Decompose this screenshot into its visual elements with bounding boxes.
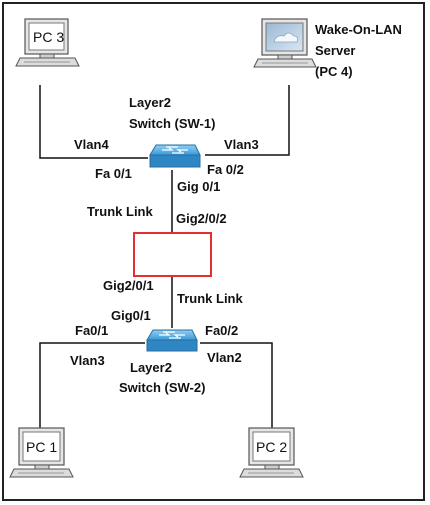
pc4-server-icon [253, 18, 317, 68]
switch-sw1-icon [149, 144, 201, 168]
sw2-port-right-label: Fa0/2 [205, 323, 238, 338]
pc4-label-line2: Server [315, 43, 355, 58]
sw1-pc4-vlan-label: Vlan3 [224, 137, 259, 152]
sw1-pc3-vlan-label: Vlan4 [74, 137, 109, 152]
switch-sw2-icon [146, 329, 198, 352]
cable-sw2-pc2 [200, 342, 273, 428]
pc4-label-line3: (PC 4) [315, 64, 353, 79]
cables [39, 85, 290, 428]
pc1-label: PC 1 [26, 439, 57, 455]
sw2-label-line2: Switch (SW-2) [119, 380, 205, 395]
cable-pc3-sw1 [39, 85, 148, 159]
sw2-pc2-vlan-label: Vlan2 [207, 350, 242, 365]
pc3-label: PC 3 [33, 29, 64, 45]
sw2-uplink-port-label: Gig0/1 [111, 308, 151, 323]
sw1-label-line1: Layer2 [129, 95, 171, 110]
sw1-uplink-port-label: Gig 0/1 [177, 179, 220, 194]
sw2-label-line1: Layer2 [130, 360, 172, 375]
sw1-label-line2: Switch (SW-1) [129, 116, 215, 131]
trunk-link-bottom-label: Trunk Link [177, 291, 244, 306]
cable-pc4-sw1 [205, 85, 290, 156]
diagram-border [2, 2, 425, 501]
sw1-port-right-label: Fa 0/2 [207, 162, 244, 177]
sw1-port-left-label: Fa 0/1 [95, 166, 132, 181]
missing-device-top-port-label: Gig2/0/2 [176, 211, 227, 226]
sw2-pc1-vlan-label: Vlan3 [70, 353, 105, 368]
trunk-link-top-label: Trunk Link [87, 204, 154, 219]
cable-sw2-pc1 [39, 342, 145, 428]
missing-device-box [133, 232, 212, 277]
pc2-label: PC 2 [256, 439, 287, 455]
sw2-port-left-label: Fa0/1 [75, 323, 108, 338]
pc2-computer-icon [239, 427, 304, 478]
missing-device-bottom-port-label: Gig2/0/1 [103, 278, 154, 293]
pc1-computer-icon [9, 427, 74, 478]
pc3-computer-icon [15, 18, 80, 67]
pc4-label-line1: Wake-On-LAN [315, 22, 402, 37]
